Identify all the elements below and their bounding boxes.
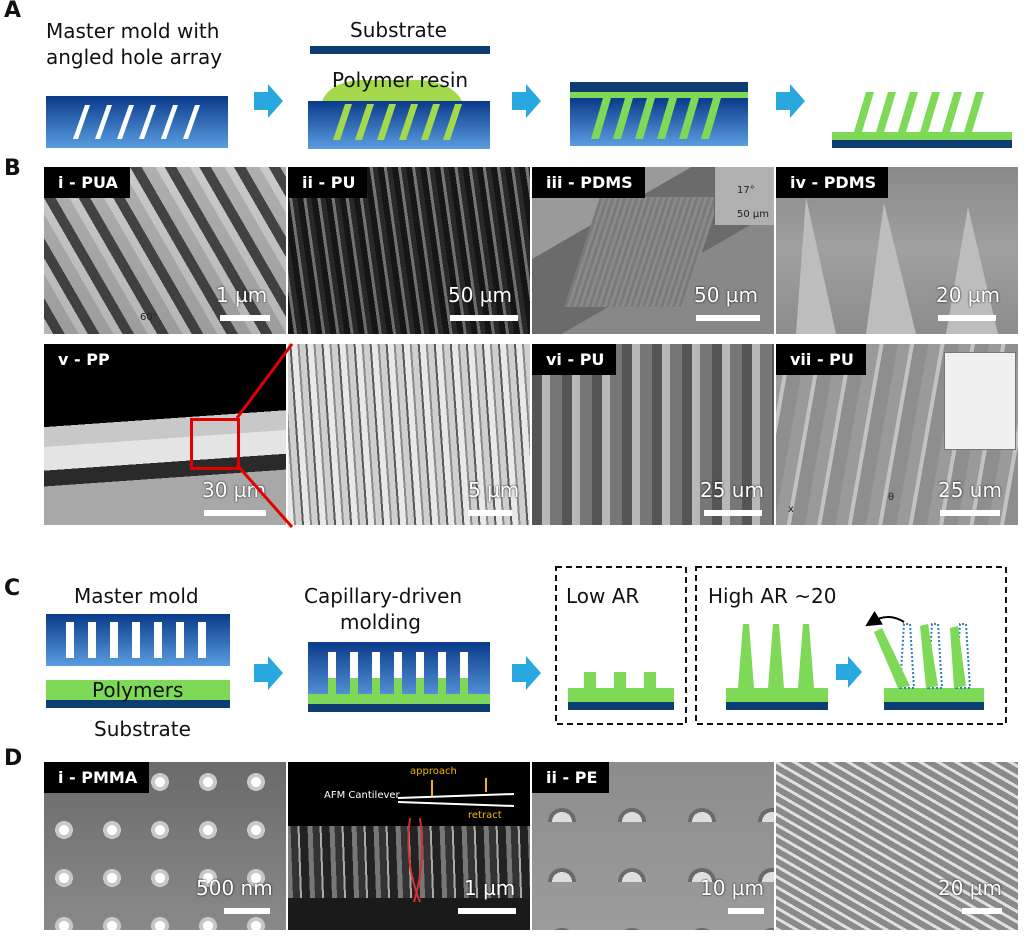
sem-d-i: i - PMMA 500 nm <box>44 762 286 930</box>
scale-bar-label: 50 µm <box>694 283 759 307</box>
a-step1-caption-line1: Master mold with <box>46 19 220 43</box>
sem-label: i - PUA <box>44 167 130 198</box>
scale-bar <box>468 510 512 516</box>
inset-scale-label: 50 µm <box>737 209 770 220</box>
sem-label: v - PP <box>44 344 122 375</box>
c-high-ar-caption: High AR ~20 <box>708 584 837 608</box>
angle-annotation: 60° <box>140 312 158 323</box>
scale-bar-label: 1 µm <box>464 876 516 900</box>
c-polymers-caption: Polymers <box>92 678 184 702</box>
sem-d-ii: ii - PE 10 µm <box>532 762 774 930</box>
c-polymer-layer <box>46 680 230 708</box>
zoom-region-box <box>190 418 240 470</box>
a-arrow-3 <box>776 84 805 118</box>
scale-bar-label: 25 um <box>700 478 764 502</box>
scale-bar <box>728 908 764 914</box>
panel-a-letter: A <box>4 0 22 23</box>
scale-bar-label: 20 µm <box>938 876 1003 900</box>
scale-bar-label: 10 µm <box>700 876 765 900</box>
c-arrow-2 <box>512 656 541 690</box>
sem-d-ii-fibers: 20 µm <box>776 762 1018 930</box>
scale-bar <box>962 908 1002 914</box>
sem-b-iv: iv - PDMS 20 µm <box>776 167 1018 334</box>
a-substrate-caption: Substrate <box>350 18 447 42</box>
cantilever-drawing <box>397 778 515 903</box>
a-resin-step <box>308 46 490 149</box>
c-capillary-caption-line1: Capillary-driven <box>304 584 463 608</box>
c-high-ar-box <box>695 566 1007 725</box>
c-capillary-mold <box>308 642 490 712</box>
scale-bar <box>458 908 516 914</box>
scale-bar-label: 20 µm <box>936 283 1001 307</box>
scale-bar-label: 25 um <box>938 478 1002 502</box>
inset-angle-label: 17° <box>737 185 755 196</box>
scale-bar-label: 5 µm <box>468 478 520 502</box>
a-master-mold <box>46 96 228 148</box>
a-step1-caption-line2: angled hole array <box>46 45 223 69</box>
panel-b-letter: B <box>4 156 21 181</box>
sem-label: vi - PU <box>532 344 617 375</box>
sem-b-iii: 17° 50 µm iii - PDMS 50 µm <box>532 167 774 334</box>
sem-b-v-zoom: 5 µm <box>288 344 530 525</box>
a-resin-caption: Polymer resin <box>332 68 469 92</box>
scale-bar <box>224 908 270 914</box>
a-angled-pillars <box>832 92 1012 148</box>
sem-label: ii - PU <box>288 167 368 198</box>
c-arrow-1 <box>254 656 283 690</box>
sem-b-ii: ii - PU 50 µm <box>288 167 530 334</box>
sem-b-v: v - PP 30 µm <box>44 344 286 525</box>
c-high-ar-pillars <box>726 624 828 710</box>
scale-bar <box>220 315 270 321</box>
sem-b-vi: vi - PU 25 um <box>532 344 774 525</box>
a-filled-mold <box>570 82 748 146</box>
panel-d-letter: D <box>4 746 23 771</box>
scale-bar-label: 500 nm <box>196 876 273 900</box>
panel-c-letter: C <box>4 576 21 601</box>
sem-label: iv - PDMS <box>776 167 889 198</box>
sem-label: iii - PDMS <box>532 167 645 198</box>
scale-bar <box>204 510 266 516</box>
scale-bar <box>696 315 760 321</box>
sem-label: i - PMMA <box>44 762 150 793</box>
sem-b-i: i - PUA 60° 1 µm <box>44 167 286 334</box>
c-low-ar-pillars <box>568 672 674 710</box>
scale-bar-label: 30 µm <box>202 478 267 502</box>
axis-theta-label: θ <box>888 492 895 503</box>
c-substrate-caption: Substrate <box>94 717 191 741</box>
sem-b-vii: x θ vii - PU 25 um <box>776 344 1018 525</box>
c-arrow-3 <box>836 656 862 688</box>
c-low-ar-caption: Low AR <box>566 584 640 608</box>
afm-cantilever-label: AFM Cantilever <box>324 790 400 801</box>
a-arrow-2 <box>512 84 541 118</box>
scale-bar-label: 1 µm <box>216 283 268 307</box>
retract-label: retract <box>468 810 502 821</box>
c-capillary-caption-line2: molding <box>340 610 421 634</box>
a-arrow-1 <box>254 84 283 118</box>
scale-bar-label: 50 µm <box>448 283 513 307</box>
sem-d-afm: approach retract AFM Cantilever 1 µm <box>288 762 530 930</box>
approach-label: approach <box>410 766 457 777</box>
scale-bar <box>450 315 518 321</box>
cone-shapes <box>796 197 998 334</box>
sem-label: vii - PU <box>776 344 866 375</box>
inset-image: 17° 50 µm <box>714 167 774 225</box>
c-low-ar-box <box>555 566 687 725</box>
c-collapsed-pillars <box>865 610 984 710</box>
sem-label: ii - PE <box>532 762 610 793</box>
axis-x-label: x <box>788 504 794 515</box>
inset-diagram <box>944 352 1016 450</box>
scale-bar <box>938 315 996 321</box>
c-master-mold <box>46 614 230 666</box>
c-master-mold-caption: Master mold <box>74 584 199 608</box>
scale-bar <box>704 510 762 516</box>
scale-bar <box>940 510 1000 516</box>
